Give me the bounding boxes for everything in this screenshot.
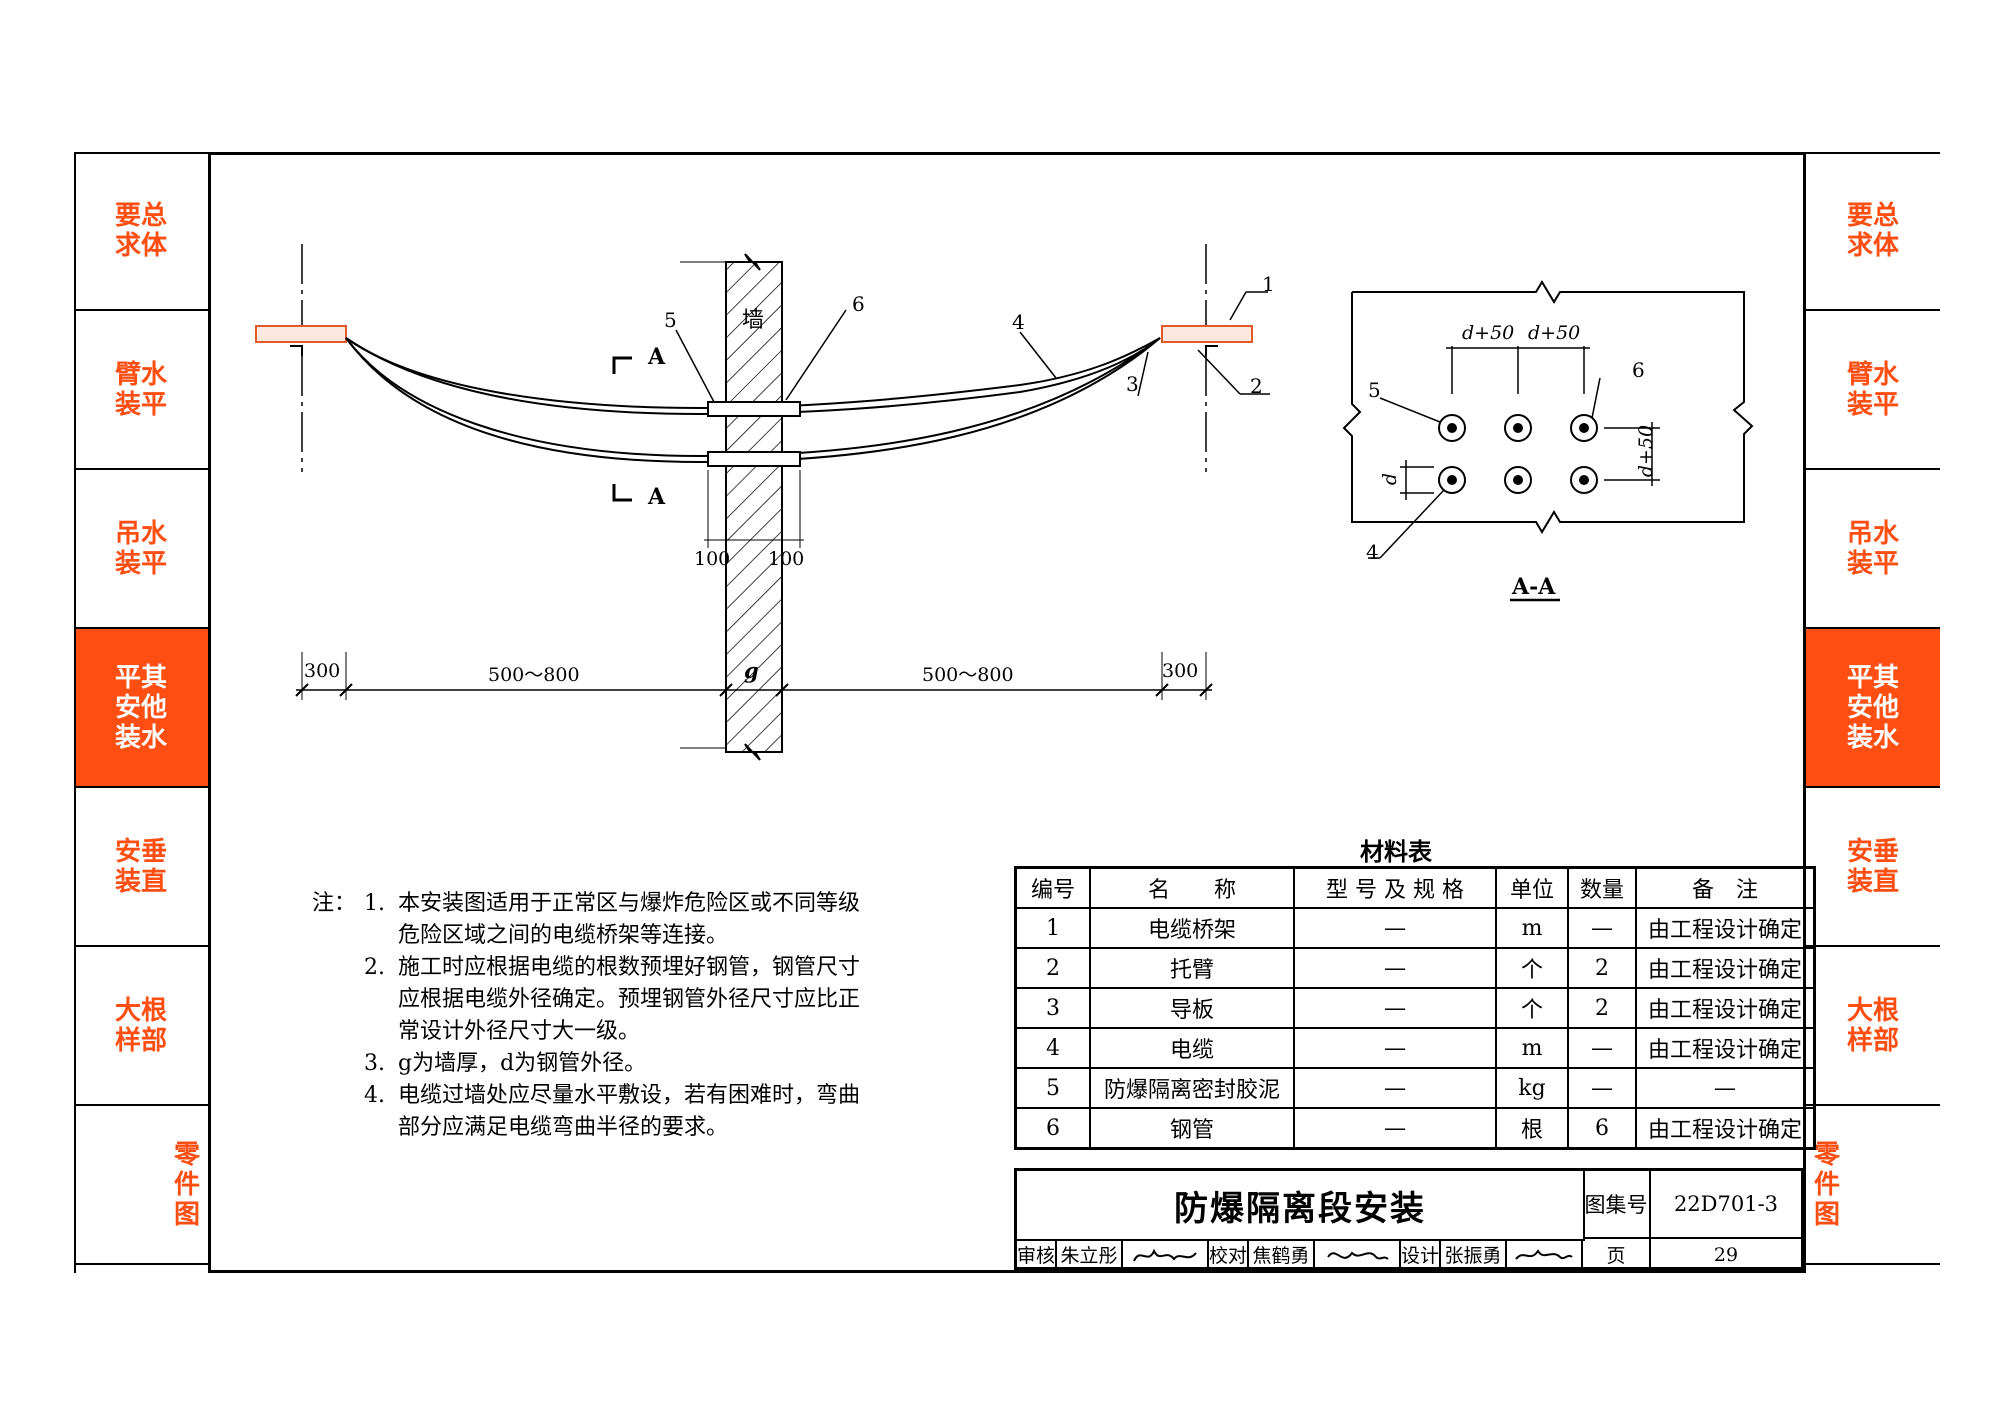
- drawing-frame: [208, 152, 1806, 1273]
- cable-tray-right: [1161, 325, 1253, 343]
- section-view-outline: [1342, 280, 1754, 534]
- dim-300-left: 300: [304, 660, 341, 682]
- materials-header-row: 编号 名 称 型 号 及 规 格 单位 数量 备 注: [1014, 866, 1816, 909]
- section-callout-5: 5: [1368, 378, 1381, 402]
- tab-vertical[interactable]: 安垂 装直: [74, 788, 208, 947]
- callout-2: 2: [1250, 374, 1263, 398]
- wall-break-bottom: [726, 743, 782, 761]
- wall-label: 墙: [742, 308, 765, 333]
- tab-large-sample[interactable]: 大根 样部: [74, 947, 208, 1106]
- atlas-number: 22D701-3: [1651, 1171, 1801, 1239]
- cable-tray-left: [255, 325, 347, 343]
- dim-300-right: 300: [1162, 660, 1199, 682]
- section-mark-label-bottom: A: [648, 484, 666, 510]
- section-title: A-A: [1512, 574, 1556, 600]
- tab-top-line-right: [1806, 152, 1940, 154]
- note-3: 3. g为墙厚，d为钢管外径。: [364, 1051, 647, 1076]
- tab-large-sample-right[interactable]: 大根 样部: [1806, 947, 1940, 1106]
- bracket-right: [1205, 345, 1218, 356]
- left-tab-column: 要总 求体 臂水 装平 吊水 装平 平其 安他 装水 安垂 装直 大根 样部 零…: [74, 152, 208, 1265]
- section-mark-bottom: [612, 484, 632, 502]
- dim-span-right: 500～800: [922, 664, 1014, 686]
- steel-pipe-lower: [707, 451, 801, 467]
- tab-horizontal-other[interactable]: 平其 安他 装水: [74, 629, 208, 788]
- tab-vertical-right[interactable]: 安垂 装直: [1806, 788, 1940, 947]
- signature-mark: [1133, 1248, 1197, 1261]
- section-callout-4: 4: [1366, 540, 1379, 564]
- check-label: 校对: [1209, 1239, 1249, 1270]
- tab-horizontal-bracket-right[interactable]: 臂水 装平: [1806, 311, 1940, 470]
- tab-left-edge: [74, 152, 76, 1273]
- note-1: 注： 1. 本安装图适用于正常区与爆炸危险区或不同等级 危险区域之间的电缆桥架等…: [312, 888, 918, 952]
- reviewer-signature: [1123, 1239, 1209, 1270]
- section-dim-d: d: [1379, 472, 1402, 486]
- page-number: 29: [1713, 1243, 1739, 1266]
- section-mark-top: [612, 356, 632, 374]
- drawing-title: 防爆隔离段安装: [1017, 1171, 1585, 1241]
- callout-5: 5: [664, 308, 677, 332]
- pipe-grid: [1438, 414, 1598, 494]
- tab-parts[interactable]: 零 件 图: [74, 1106, 208, 1265]
- materials-title: 材料表: [1360, 837, 1432, 866]
- title-block: 防爆隔离段安装 图集号 22D701-3 审核 朱立彤 校对 焦鹤勇 设计 张振…: [1014, 1168, 1804, 1270]
- tab-horizontal-hanging[interactable]: 吊水 装平: [74, 470, 208, 629]
- callout-1: 1: [1262, 272, 1275, 296]
- note-4: 4. 电缆过墙处应尽量水平敷设，若有困难时，弯曲 部分应满足电缆弯曲半径的要求。: [364, 1083, 861, 1140]
- designer-signature: [1507, 1239, 1583, 1270]
- dim-span-left: 500～800: [488, 664, 580, 686]
- section-dim-d50-v: d+50: [1635, 424, 1658, 478]
- note-2: 2. 施工时应根据电缆的根数预埋好钢管，钢管尺寸 应根据电缆外径确定。预埋钢管外…: [364, 955, 861, 1044]
- checker-signature: [1315, 1239, 1401, 1270]
- section-dim-d50-b: d+50: [1528, 322, 1581, 344]
- wall: [725, 261, 783, 753]
- tab-overall-requirements-right[interactable]: 要总 求体: [1806, 152, 1940, 311]
- steel-pipe-upper: [707, 401, 801, 417]
- reviewer-name: 朱立彤: [1057, 1239, 1123, 1270]
- tab-horizontal-hanging-right[interactable]: 吊水 装平: [1806, 470, 1940, 629]
- designer-name: 张振勇: [1441, 1239, 1507, 1270]
- section-dim-d50-a: d+50: [1462, 322, 1515, 344]
- dim-g: g: [744, 658, 759, 683]
- bracket-left: [290, 345, 303, 356]
- dim-100-left: 100: [694, 548, 731, 570]
- design-label: 设计: [1401, 1239, 1441, 1270]
- right-tab-column: 要总 求体 臂水 装平 吊水 装平 平其 安他 装水 安垂 装直 大根 样部 零…: [1806, 152, 1940, 1265]
- page-label: 页: [1583, 1239, 1651, 1270]
- dim-100-right: 100: [768, 548, 805, 570]
- tab-horizontal-bracket[interactable]: 臂水 装平: [74, 311, 208, 470]
- signature-mark-2: [1327, 1250, 1389, 1260]
- atlas-label: 图集号: [1583, 1171, 1651, 1239]
- notes-lead: 注：: [312, 891, 357, 916]
- tab-overall-requirements[interactable]: 要总 求体: [74, 152, 208, 311]
- signature-mark-3: [1515, 1248, 1573, 1260]
- section-callout-6: 6: [1632, 358, 1645, 382]
- wall-break-top: [726, 253, 782, 271]
- cable-lower-inner: [345, 337, 1161, 464]
- tab-parts-right[interactable]: 零 件 图: [1806, 1106, 1940, 1265]
- callout-3: 3: [1126, 372, 1139, 396]
- review-label: 审核: [1017, 1239, 1057, 1270]
- callout-4: 4: [1012, 310, 1025, 334]
- checker-name: 焦鹤勇: [1249, 1239, 1315, 1270]
- notes: 注： 1. 本安装图适用于正常区与爆炸危险区或不同等级 危险区域之间的电缆桥架等…: [312, 888, 918, 1144]
- tab-top-line-left: [74, 152, 208, 154]
- section-mark-label-top: A: [648, 344, 666, 370]
- callout-6: 6: [852, 292, 865, 316]
- tab-horizontal-other-right[interactable]: 平其 安他 装水: [1806, 629, 1940, 788]
